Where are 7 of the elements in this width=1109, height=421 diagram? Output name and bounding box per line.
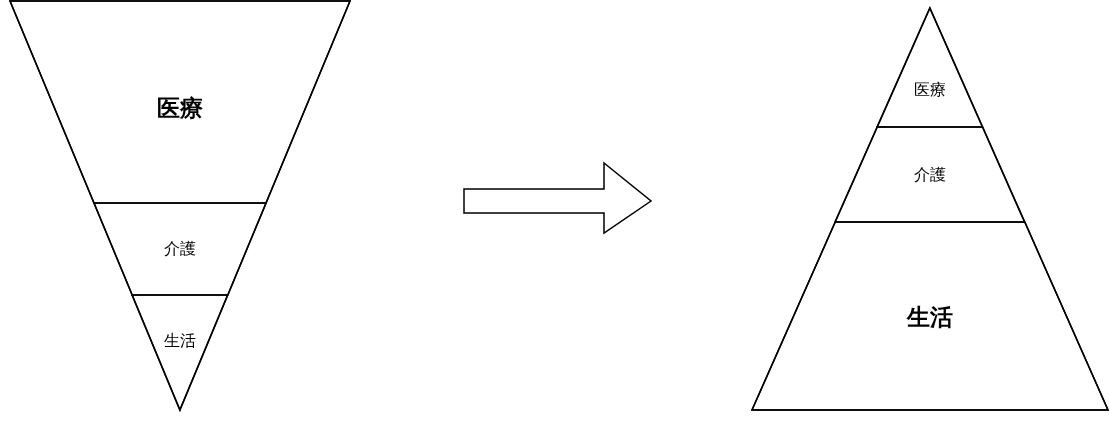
tier-label: 医療 [913, 79, 947, 101]
tier-label: 生活 [163, 330, 197, 352]
block-arrow [463, 161, 653, 235]
tier-label: 介護 [913, 164, 947, 186]
tier-label: 医療 [156, 94, 204, 124]
tier-label: 生活 [905, 303, 954, 333]
tier-label: 介護 [163, 239, 197, 261]
